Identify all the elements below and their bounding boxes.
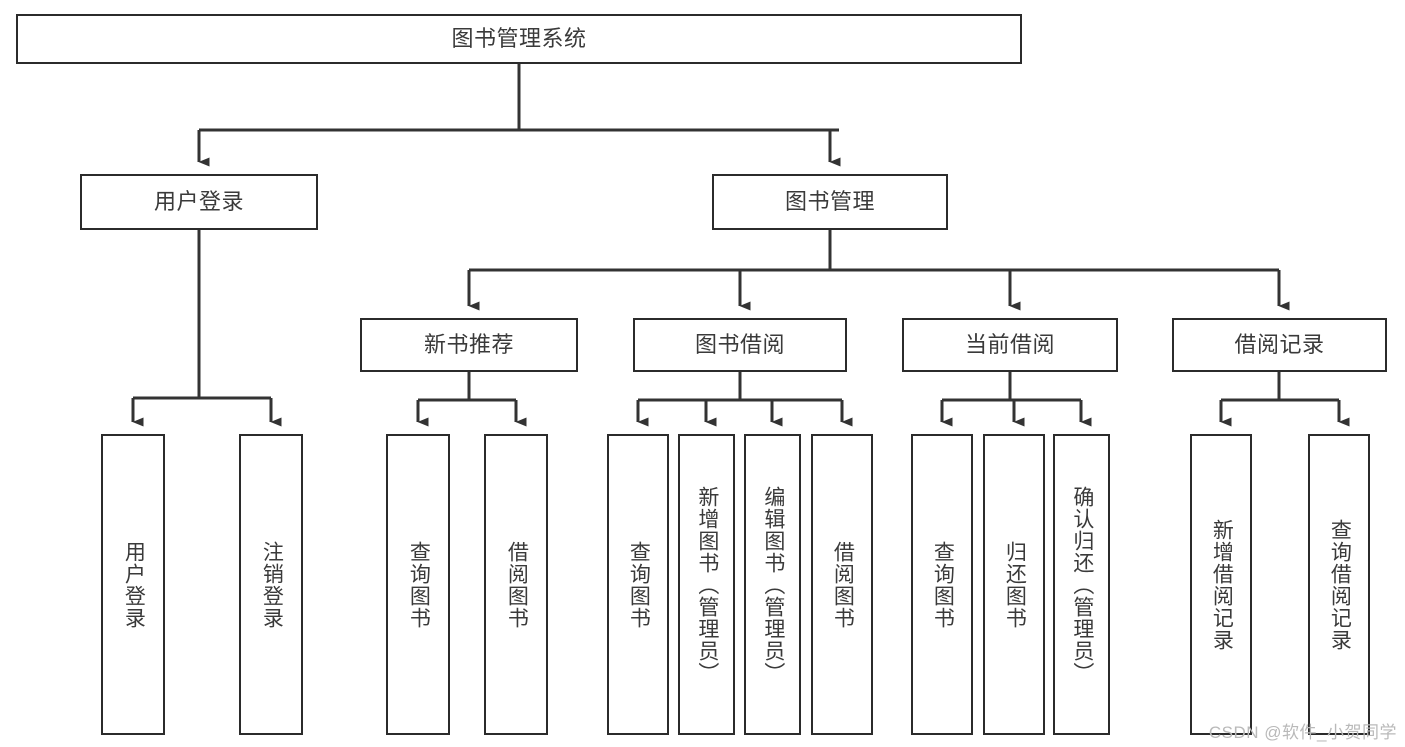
- node-leaf-return-book[interactable]: 归还图书: [983, 434, 1045, 735]
- node-leaf-query-borrow-record[interactable]: 查询借阅记录: [1308, 434, 1370, 735]
- node-leaf-edit-book-label: 编辑图书（管理员）: [761, 485, 785, 684]
- node-leaf-confirm-return[interactable]: 确认归还（管理员）: [1053, 434, 1110, 735]
- node-borrow-record-label: 借阅记录: [1234, 332, 1325, 358]
- node-book-manage-label: 图书管理: [784, 189, 875, 215]
- node-leaf-edit-book[interactable]: 编辑图书（管理员）: [744, 434, 801, 735]
- node-leaf-borrow-book-recommend[interactable]: 借阅图书: [484, 434, 548, 735]
- node-leaf-user-logout-label: 注销登录: [260, 540, 284, 629]
- node-current-borrow-label: 当前借阅: [964, 332, 1055, 358]
- node-new-book-recommend[interactable]: 新书推荐: [360, 318, 578, 372]
- node-leaf-add-book[interactable]: 新增图书（管理员）: [678, 434, 735, 735]
- node-book-borrow[interactable]: 图书借阅: [633, 318, 847, 372]
- csdn-watermark: CSDN @软件_小贺同学: [1208, 723, 1397, 742]
- node-leaf-query-book-borrow[interactable]: 查询图书: [607, 434, 669, 735]
- node-book-borrow-label: 图书借阅: [694, 332, 785, 358]
- node-leaf-user-logout[interactable]: 注销登录: [239, 434, 303, 735]
- node-user-login[interactable]: 用户登录: [80, 174, 318, 230]
- node-leaf-user-login-label: 用户登录: [122, 540, 146, 629]
- node-leaf-add-borrow-record[interactable]: 新增借阅记录: [1190, 434, 1252, 735]
- node-leaf-query-book-current-label: 查询图书: [931, 540, 955, 629]
- node-root[interactable]: 图书管理系统: [16, 14, 1022, 64]
- node-leaf-confirm-return-label: 确认归还（管理员）: [1070, 485, 1094, 684]
- node-leaf-add-borrow-record-label: 新增借阅记录: [1210, 518, 1234, 651]
- node-leaf-borrow-book-recommend-label: 借阅图书: [505, 540, 529, 629]
- node-borrow-record[interactable]: 借阅记录: [1172, 318, 1387, 372]
- node-user-login-label: 用户登录: [153, 189, 244, 215]
- node-leaf-return-book-label: 归还图书: [1003, 540, 1027, 629]
- node-root-label: 图书管理系统: [451, 26, 587, 52]
- node-current-borrow[interactable]: 当前借阅: [902, 318, 1118, 372]
- node-leaf-query-book-borrow-label: 查询图书: [627, 540, 651, 629]
- node-leaf-query-borrow-record-label: 查询借阅记录: [1328, 518, 1352, 651]
- node-leaf-user-login[interactable]: 用户登录: [101, 434, 165, 735]
- node-leaf-borrow-book-label: 借阅图书: [831, 540, 855, 629]
- node-leaf-borrow-book[interactable]: 借阅图书: [811, 434, 873, 735]
- node-leaf-query-book-recommend[interactable]: 查询图书: [386, 434, 450, 735]
- node-book-manage[interactable]: 图书管理: [712, 174, 948, 230]
- node-leaf-query-book-recommend-label: 查询图书: [407, 540, 431, 629]
- node-leaf-add-book-label: 新增图书（管理员）: [695, 485, 719, 684]
- node-new-book-recommend-label: 新书推荐: [423, 332, 514, 358]
- node-leaf-query-book-current[interactable]: 查询图书: [911, 434, 973, 735]
